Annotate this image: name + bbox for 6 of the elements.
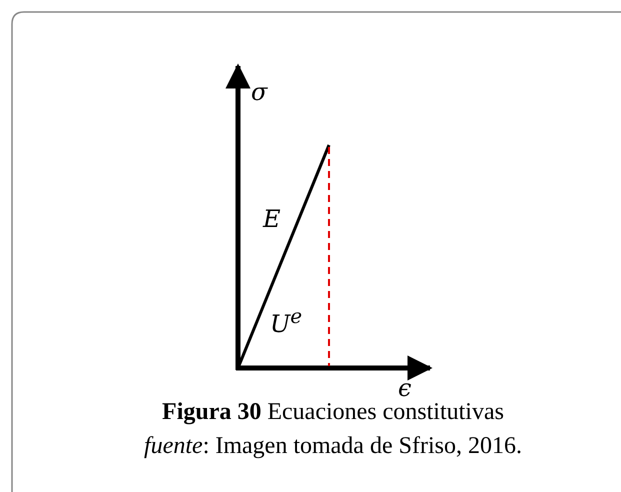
- axis-label: σ: [251, 80, 268, 104]
- source-note: fuente: Imagen tomada de Sfriso, 2016.: [143, 434, 523, 458]
- math-label: U$^{e}$: [270, 306, 302, 336]
- axis-label: ϵ: [398, 376, 412, 400]
- math-label: E: [263, 207, 281, 231]
- figure-caption: Figura 30 Ecuaciones constitutivas: [161, 400, 505, 424]
